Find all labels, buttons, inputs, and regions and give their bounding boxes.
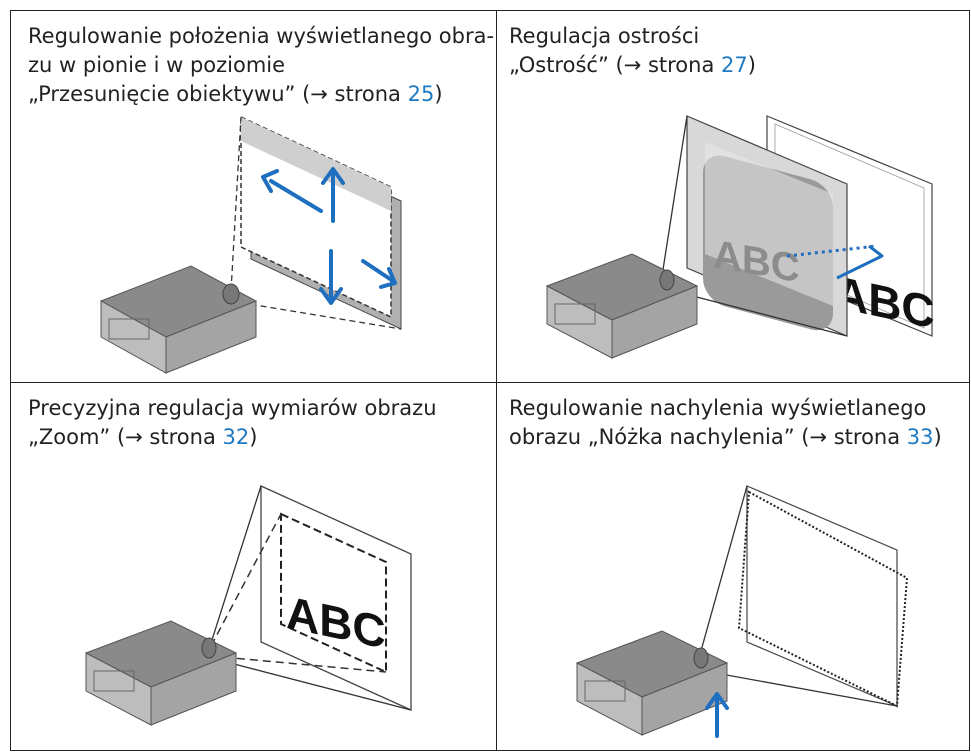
screen <box>746 485 898 707</box>
panel-zoom: Precyzyjna regulacja wymiarów obrazu „Zo… <box>10 382 497 751</box>
caption-reference-close: ) <box>434 82 443 106</box>
shift-arrows-icon <box>261 167 397 305</box>
caption-line: Precyzyjna regulacja wymiarów obrazu <box>28 396 437 420</box>
projection-line <box>210 485 262 644</box>
projection-line-dashed <box>230 300 402 330</box>
projector-icon <box>99 265 258 374</box>
caption-reference-line: obrazu „Nóżka nachylenia” (→ strona 33) <box>509 423 942 452</box>
zoom-illustration: ABC <box>84 484 412 726</box>
panel-tilt-foot-caption: Regulowanie nachylenia wyświetlanego obr… <box>509 394 942 452</box>
lens-shift-illustration <box>99 115 402 374</box>
panel-lens-shift: Regulowanie położenia wyświetlanego obra… <box>10 10 497 383</box>
projector-icon <box>84 620 238 726</box>
caption-reference-text: „Ostrość” (→ strona <box>509 53 722 77</box>
caption-reference-close: ) <box>933 425 942 449</box>
dashed-screen-outline <box>240 115 392 319</box>
caption-reference-text: „Przesunięcie obiektywu” (→ strona <box>28 82 408 106</box>
caption-line: Regulowanie nachylenia wyświetlanego <box>509 396 927 420</box>
projection-line-dashed <box>210 513 282 647</box>
caption-line: Regulacja ostrości <box>509 24 700 48</box>
focus-arrow-icon <box>836 244 884 280</box>
caption-reference-line: „Ostrość” (→ strona 27) <box>509 51 756 80</box>
projector-icon <box>545 253 699 359</box>
screen-top-band <box>241 117 391 211</box>
page-link-33[interactable]: 33 <box>906 425 934 449</box>
focus-illustration: ABC ABC <box>545 115 935 359</box>
projection-line <box>210 657 412 711</box>
caption-reference-close: ) <box>249 425 258 449</box>
caption-reference-line: „Przesunięcie obiektywu” (→ strona 25) <box>28 80 494 109</box>
caption-reference-line: „Zoom” (→ strona 32) <box>28 423 437 452</box>
tilt-illustration <box>575 485 909 738</box>
instruction-grid: Regulowanie położenia wyświetlanego obra… <box>10 10 970 751</box>
zoom-area-dashed <box>280 512 387 674</box>
caption-line: Regulowanie położenia wyświetlanego obra… <box>28 24 495 48</box>
projection-line <box>698 669 898 707</box>
panel-lens-shift-caption: Regulowanie położenia wyświetlanego obra… <box>28 22 494 109</box>
projection-line <box>661 115 688 277</box>
panel-tilt-foot: Regulowanie nachylenia wyświetlanego obr… <box>496 382 970 751</box>
panel-focus-caption: Regulacja ostrości „Ostrość” (→ strona 2… <box>509 22 756 80</box>
caption-reference-close: ) <box>747 53 756 77</box>
panel-zoom-caption: Precyzyjna regulacja wymiarów obrazu „Zo… <box>28 394 437 452</box>
page-link-25[interactable]: 25 <box>407 82 435 106</box>
page-link-32[interactable]: 32 <box>222 425 250 449</box>
caption-line: zu w pionie i w poziomie <box>28 53 286 77</box>
panel-focus: Regulacja ostrości „Ostrość” (→ strona 2… <box>496 10 970 383</box>
projection-line-dashed <box>210 655 387 673</box>
projection-line <box>698 485 748 659</box>
projection-line-dashed <box>230 116 242 292</box>
projector-icon <box>575 630 729 736</box>
page-link-27[interactable]: 27 <box>721 53 748 77</box>
tilt-foot-arrow-icon <box>705 692 729 738</box>
caption-reference-text: „Zoom” (→ strona <box>28 425 223 449</box>
caption-reference-text: obrazu „Nóżka nachylenia” (→ strona <box>509 425 907 449</box>
focus-distance-line <box>786 244 878 258</box>
